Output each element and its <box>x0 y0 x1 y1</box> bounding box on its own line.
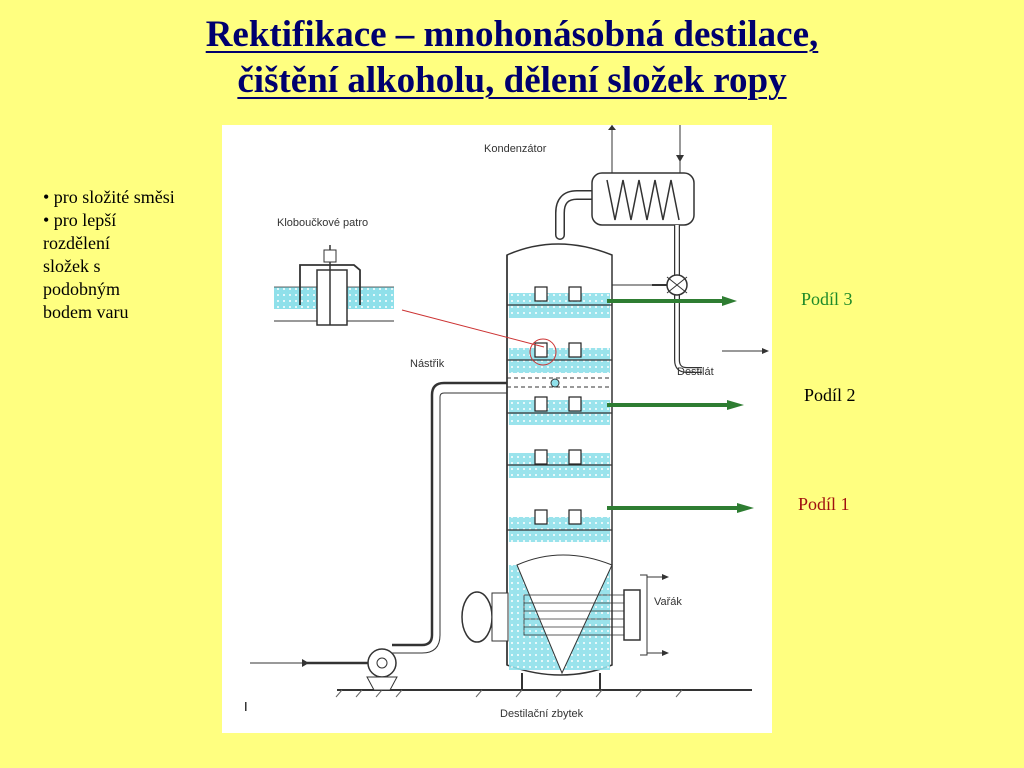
slide-title: Rektifikace – mnohonásobná destilace, či… <box>0 12 1024 104</box>
reboiler <box>623 589 641 641</box>
label-nastrik: Nástřik <box>410 358 445 370</box>
bullet-line: bodem varu <box>43 302 129 322</box>
fraction-label-3: Podíl 3 <box>801 289 853 309</box>
bullet-line: složek s <box>43 256 101 276</box>
bullet-line: • pro lepší <box>43 210 117 230</box>
distillation-diagram: Kondenzátor Kloboučkové patro Nástřik De… <box>244 125 769 720</box>
bullet-line: rozdělení <box>43 233 110 253</box>
detail-pointer <box>401 309 545 348</box>
distillation-column-figure: Kondenzátor Kloboučkové patro Nástřik De… <box>222 125 772 733</box>
title-line-1: Rektifikace – mnohonásobná destilace, <box>205 14 819 55</box>
side-draw-arrows <box>607 296 754 513</box>
fraction-label-1: Podíl 1 <box>798 494 850 514</box>
highlight-circle <box>529 338 557 366</box>
manhole <box>461 591 493 643</box>
label-kondenzator: Kondenzátor <box>484 143 547 155</box>
fraction-label-2: Podíl 2 <box>804 385 856 405</box>
label-destilacni-zbytek: Destilační zbytek <box>500 708 584 720</box>
bullet-line: podobným <box>43 279 121 299</box>
title-line-2: čištění alkoholu, dělení složek ropy <box>237 60 787 101</box>
feed-pipe <box>392 381 507 647</box>
label-varak: Vařák <box>654 596 682 608</box>
label-destilat: Destilát <box>677 366 714 378</box>
figure-number: I <box>244 699 248 714</box>
bullet-line: • pro složité směsi <box>43 187 175 207</box>
label-kloboukove-patro: Kloboučkové patro <box>277 217 368 229</box>
bubble-cap-detail <box>274 245 394 326</box>
bullet-list: • pro složité směsi • pro lepší rozdělen… <box>43 186 218 324</box>
